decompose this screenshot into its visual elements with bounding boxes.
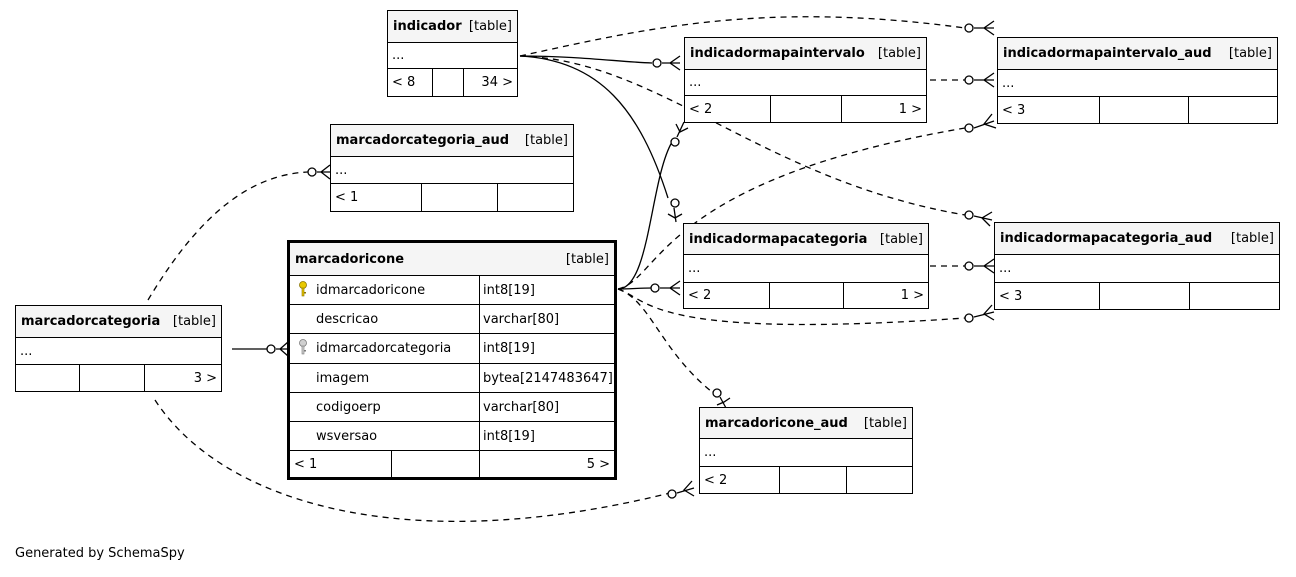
table-name: indicadormapacategoria	[689, 231, 868, 247]
table-indicador[interactable]: indicador [table] ... < 8 34 >	[387, 10, 518, 97]
column-name: wsversao	[316, 428, 378, 444]
parent-count: < 1	[331, 184, 422, 211]
table-kind: [table]	[565, 251, 609, 267]
child-count: 34 >	[481, 75, 513, 90]
rel-marcadoricone-aud	[617, 288, 713, 393]
table-indicadormapacategoria[interactable]: indicadormapacategoria [table] ... < 2 1 …	[683, 223, 929, 309]
column-type: bytea[2147483647]	[483, 370, 613, 386]
column-row[interactable]: descricao varchar[80]	[290, 305, 614, 334]
column-count	[1100, 283, 1190, 309]
table-body: ...	[16, 338, 221, 365]
child-count	[1189, 97, 1277, 123]
child-count	[498, 184, 573, 211]
table-kind: [table]	[879, 231, 923, 247]
column-name: codigoerp	[316, 399, 381, 415]
column-name: descricao	[316, 311, 379, 327]
column-count	[422, 184, 498, 211]
rel-marcadorcategoria-aud	[147, 171, 309, 301]
column-row[interactable]: idmarcadorcategoria int8[19]	[290, 334, 614, 364]
table-body: ...	[700, 439, 912, 467]
column-type: varchar[80]	[483, 399, 560, 415]
parent-count: < 2	[684, 283, 770, 308]
table-name: indicador	[393, 19, 462, 34]
child-count: 5 >	[586, 456, 610, 472]
table-marcadoricone-aud[interactable]: marcadoricone_aud [table] ... < 2	[699, 407, 913, 494]
column-row[interactable]: wsversao int8[19]	[290, 422, 614, 451]
column-type: varchar[80]	[483, 311, 560, 327]
rel-marcadorcategoria-marcadoricone-aud	[154, 399, 671, 522]
table-kind: [table]	[877, 46, 921, 61]
table-kind: [table]	[468, 19, 512, 34]
table-marcadoricone[interactable]: marcadoricone [table] idmarcadoricone int…	[287, 240, 617, 480]
table-body: ...	[388, 43, 517, 69]
column-count	[433, 69, 464, 96]
rel-indicador-mapacategoria-aud	[519, 55, 966, 216]
foreign-key-icon	[299, 339, 307, 355]
table-body: ...	[685, 70, 926, 96]
column-count	[80, 365, 145, 391]
rel-marcadoricone-mapacategoria	[617, 287, 653, 290]
table-marcadorcategoria[interactable]: marcadorcategoria [table] ... 3 >	[15, 305, 222, 392]
table-name: indicadormapaintervalo_aud	[1003, 46, 1212, 61]
column-type: int8[19]	[483, 341, 535, 356]
column-row[interactable]: codigoerp varchar[80]	[290, 393, 614, 422]
table-name: marcadoricone_aud	[705, 415, 848, 431]
table-marcadorcategoria-aud[interactable]: marcadorcategoria_aud [table] ... < 1	[330, 124, 574, 212]
table-body: ...	[995, 255, 1279, 283]
table-kind: [table]	[524, 133, 568, 148]
table-name: indicadormapacategoria_aud	[1000, 231, 1213, 246]
parent-count	[16, 365, 80, 391]
column-type: int8[19]	[483, 428, 535, 444]
column-count	[392, 451, 480, 477]
column-name: idmarcadoricone	[316, 282, 426, 298]
table-name: marcadorcategoria	[21, 314, 161, 329]
table-body: ...	[998, 70, 1277, 97]
table-kind: [table]	[172, 314, 216, 329]
rel-indicador-mapacategoria	[519, 55, 669, 199]
column-type: int8[19]	[483, 282, 535, 298]
parent-count: < 3	[995, 283, 1100, 309]
table-indicadormapaintervalo-aud[interactable]: indicadormapaintervalo_aud [table] ... < …	[997, 37, 1278, 124]
column-count	[771, 96, 842, 122]
child-count: 1 >	[900, 288, 924, 303]
table-kind: [table]	[1230, 231, 1274, 246]
parent-count: < 2	[685, 96, 771, 122]
primary-key-icon	[299, 281, 307, 297]
table-kind: [table]	[1228, 46, 1272, 61]
column-count	[1100, 97, 1189, 123]
table-indicadormapacategoria-aud[interactable]: indicadormapacategoria_aud [table] ... < …	[994, 222, 1280, 310]
child-count	[847, 467, 912, 493]
column-count	[780, 467, 847, 493]
rel-marcadoricone-mapaintervalo	[617, 141, 673, 290]
table-kind: [table]	[863, 415, 907, 431]
child-count: 3 >	[193, 370, 217, 386]
column-name: idmarcadorcategoria	[316, 341, 452, 356]
column-row[interactable]: imagem bytea[2147483647]	[290, 364, 614, 393]
parent-count: < 3	[998, 97, 1100, 123]
column-row[interactable]: idmarcadoricone int8[19]	[290, 276, 614, 305]
table-indicadormapaintervalo[interactable]: indicadormapaintervalo [table] ... < 2 1 …	[684, 37, 927, 123]
parent-count: < 1	[290, 451, 392, 477]
generated-by-label: Generated by SchemaSpy	[15, 546, 185, 561]
column-name: imagem	[316, 370, 370, 386]
parent-count: < 2	[700, 467, 780, 493]
table-name: indicadormapaintervalo	[690, 46, 865, 61]
rel-indicador-mapaintervalo	[519, 55, 653, 64]
child-count: 1 >	[898, 101, 922, 117]
table-name: marcadorcategoria_aud	[336, 133, 510, 148]
table-name: marcadoricone	[295, 251, 405, 267]
child-count	[1190, 283, 1279, 309]
table-body: ...	[331, 157, 573, 184]
parent-count: < 8	[388, 69, 433, 96]
column-count	[770, 283, 844, 308]
table-body: ...	[684, 255, 928, 283]
